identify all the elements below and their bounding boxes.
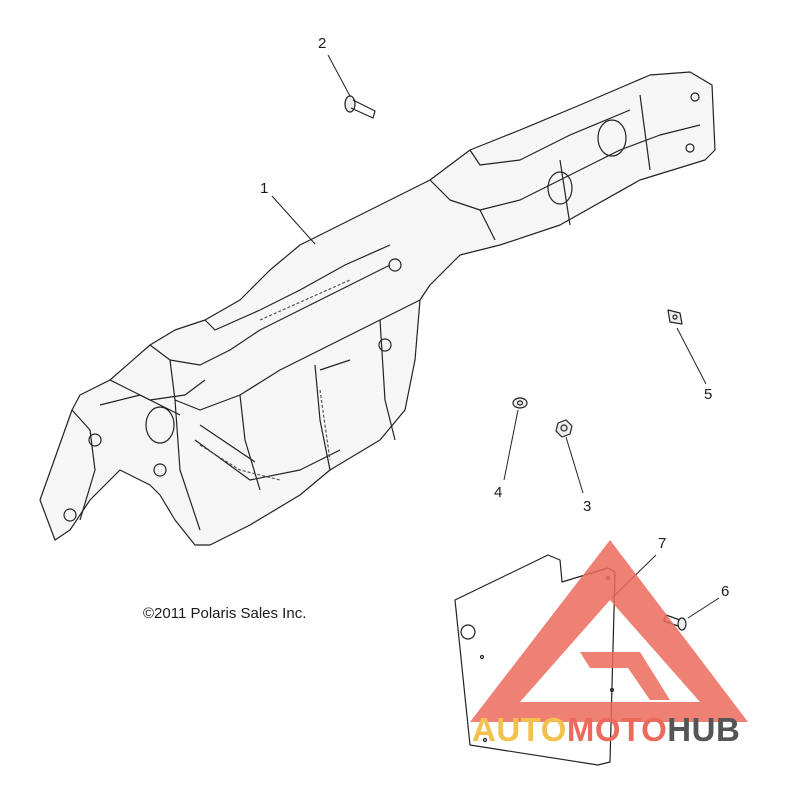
watermark-logo bbox=[470, 540, 748, 722]
part-5-clip-nut bbox=[667, 309, 683, 325]
part-4-washer bbox=[512, 397, 528, 409]
callout-7: 7 bbox=[658, 535, 667, 552]
watermark-part-moto: MOTO bbox=[566, 711, 668, 748]
part-1-rack-body bbox=[39, 71, 716, 546]
watermark-text: AUTOMOTOHUB bbox=[472, 713, 740, 746]
callout-6: 6 bbox=[721, 583, 730, 600]
watermark-part-hub: HUB bbox=[667, 711, 741, 748]
watermark-part-auto: AUTO bbox=[472, 711, 567, 748]
callout-5: 5 bbox=[704, 386, 713, 403]
part-2-bolt bbox=[344, 95, 376, 119]
callout-4: 4 bbox=[494, 484, 503, 501]
callout-1: 1 bbox=[260, 180, 269, 197]
part-3-nut bbox=[555, 419, 573, 438]
callout-2: 2 bbox=[318, 35, 327, 52]
callout-3: 3 bbox=[583, 498, 592, 515]
copyright-text: ©2011 Polaris Sales Inc. bbox=[143, 605, 307, 622]
